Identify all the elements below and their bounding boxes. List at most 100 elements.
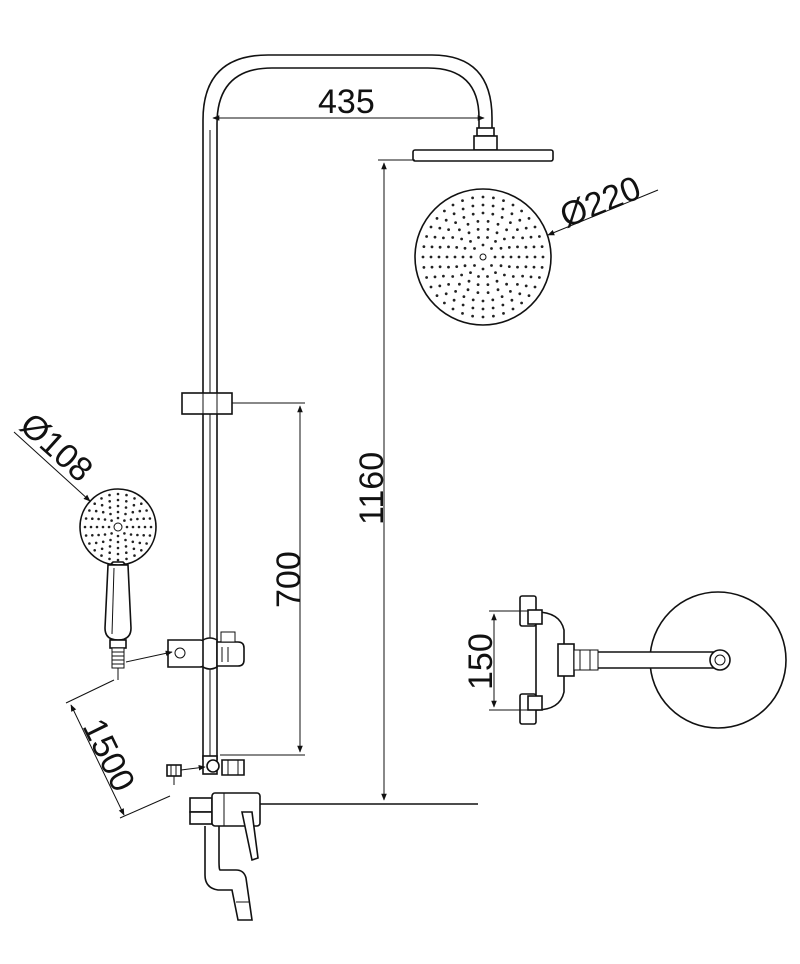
nozzle-dot xyxy=(108,493,111,497)
nozzle-dot xyxy=(442,236,445,240)
nozzle-dot xyxy=(471,306,475,310)
nozzle-dot xyxy=(467,231,471,235)
nozzle-dot xyxy=(518,218,522,222)
nozzle-dot xyxy=(538,235,541,238)
nozzle-dot xyxy=(435,217,439,220)
nozzle-dot xyxy=(501,207,505,211)
dimension-hose-length: 1500 xyxy=(65,679,171,819)
nozzle-dot xyxy=(492,196,495,200)
nozzle-dot xyxy=(430,265,434,269)
nozzle-dot xyxy=(136,533,139,537)
nozzle-dot xyxy=(511,203,515,207)
nozzle-dot xyxy=(132,547,136,551)
nozzle-dot xyxy=(461,312,464,315)
shower-head-front xyxy=(414,188,552,326)
nozzle-dot xyxy=(108,551,111,554)
nozzle-dot xyxy=(88,542,91,545)
nozzle-dot xyxy=(458,282,461,286)
nozzle-dot xyxy=(103,518,107,521)
nozzle-dot xyxy=(491,204,495,208)
nozzle-dot xyxy=(143,525,147,529)
nozzle-dot xyxy=(490,247,493,250)
nozzle-dot xyxy=(505,228,508,232)
nozzle-dot xyxy=(486,228,490,231)
nozzle-dot xyxy=(124,506,128,509)
nozzle-dot xyxy=(125,551,128,554)
nozzle-dot xyxy=(430,245,434,249)
nozzle-dot xyxy=(471,204,475,208)
nozzle-dot xyxy=(124,545,128,548)
nozzle-dot xyxy=(511,236,515,239)
nozzle-dot xyxy=(101,525,105,529)
nozzle-dot xyxy=(466,288,470,292)
nozzle-dot xyxy=(443,209,446,213)
nozzle-dot xyxy=(463,264,467,268)
nozzle-dot xyxy=(510,298,514,302)
nozzle-dot xyxy=(473,247,476,250)
nozzle-dot xyxy=(433,235,437,239)
nozzle-dot xyxy=(521,274,524,278)
nozzle-dot xyxy=(469,271,472,274)
nozzle-dot xyxy=(444,218,448,222)
nozzle-dot xyxy=(517,255,521,259)
nozzle-dot xyxy=(509,255,513,259)
nozzle-dot xyxy=(138,509,142,513)
nozzle-dot xyxy=(540,245,544,249)
nozzle-dot xyxy=(91,534,94,537)
nozzle-dot xyxy=(473,264,476,267)
nozzle-dot xyxy=(525,255,529,259)
nozzle-dot xyxy=(132,503,136,507)
nozzle-dot xyxy=(451,307,455,311)
nozzle-dot xyxy=(527,294,531,297)
nozzle-dot xyxy=(438,284,442,288)
nozzle-dot xyxy=(477,236,480,239)
nozzle-dot xyxy=(116,558,120,562)
nozzle-dot xyxy=(91,517,94,520)
nozzle-dot xyxy=(491,298,495,302)
nozzle-dot xyxy=(518,292,522,296)
nozzle-dot xyxy=(491,212,495,216)
nozzle-dot xyxy=(491,306,495,310)
dimension-hand-diameter: Ø108 xyxy=(13,406,100,502)
nozzle-dot xyxy=(461,199,464,203)
nozzle-dot xyxy=(477,275,480,278)
nozzle-dot xyxy=(476,228,480,231)
nozzle-dot xyxy=(447,245,450,249)
nozzle-dot xyxy=(103,533,107,536)
nozzle-dot xyxy=(476,220,480,223)
nozzle-dot xyxy=(509,290,512,293)
nozzle-dot xyxy=(100,497,103,500)
nozzle-dot xyxy=(447,265,450,269)
nozzle-dot xyxy=(451,203,455,207)
dimension-slide-bar: 700 xyxy=(220,402,308,756)
nozzle-dot xyxy=(524,245,528,249)
nozzle-dot xyxy=(108,545,112,548)
nozzle-dot xyxy=(447,283,450,286)
nozzle-dot xyxy=(422,245,426,249)
dimension-head-diameter: Ø220 xyxy=(547,169,659,236)
nozzle-dot xyxy=(532,265,536,269)
nozzle-dot xyxy=(476,291,480,294)
nozzle-dot xyxy=(532,245,536,249)
nozzle-dot xyxy=(494,240,497,243)
nozzle-dot xyxy=(451,236,455,239)
nozzle-dot xyxy=(131,510,135,514)
nozzle-dot xyxy=(429,255,433,259)
nozzle-dot xyxy=(93,502,96,506)
nozzle-dot xyxy=(145,542,148,545)
nozzle-dot xyxy=(140,549,143,552)
dimension-108-label: Ø108 xyxy=(13,406,100,490)
dimension-1160-label: 1160 xyxy=(353,452,391,525)
nozzle-dot xyxy=(421,255,425,259)
nozzle-dot xyxy=(533,285,537,289)
nozzle-dot xyxy=(510,212,514,216)
nozzle-dot xyxy=(110,519,113,522)
hose-leader-arrow xyxy=(180,765,206,771)
nozzle-dot xyxy=(492,314,495,318)
holder-leader-arrow xyxy=(125,650,173,663)
nozzle-dot xyxy=(116,510,120,514)
nozzle-dot xyxy=(486,283,490,286)
nozzle-dot xyxy=(500,295,504,298)
nozzle-dot xyxy=(83,525,87,529)
nozzle-dot xyxy=(529,275,533,279)
